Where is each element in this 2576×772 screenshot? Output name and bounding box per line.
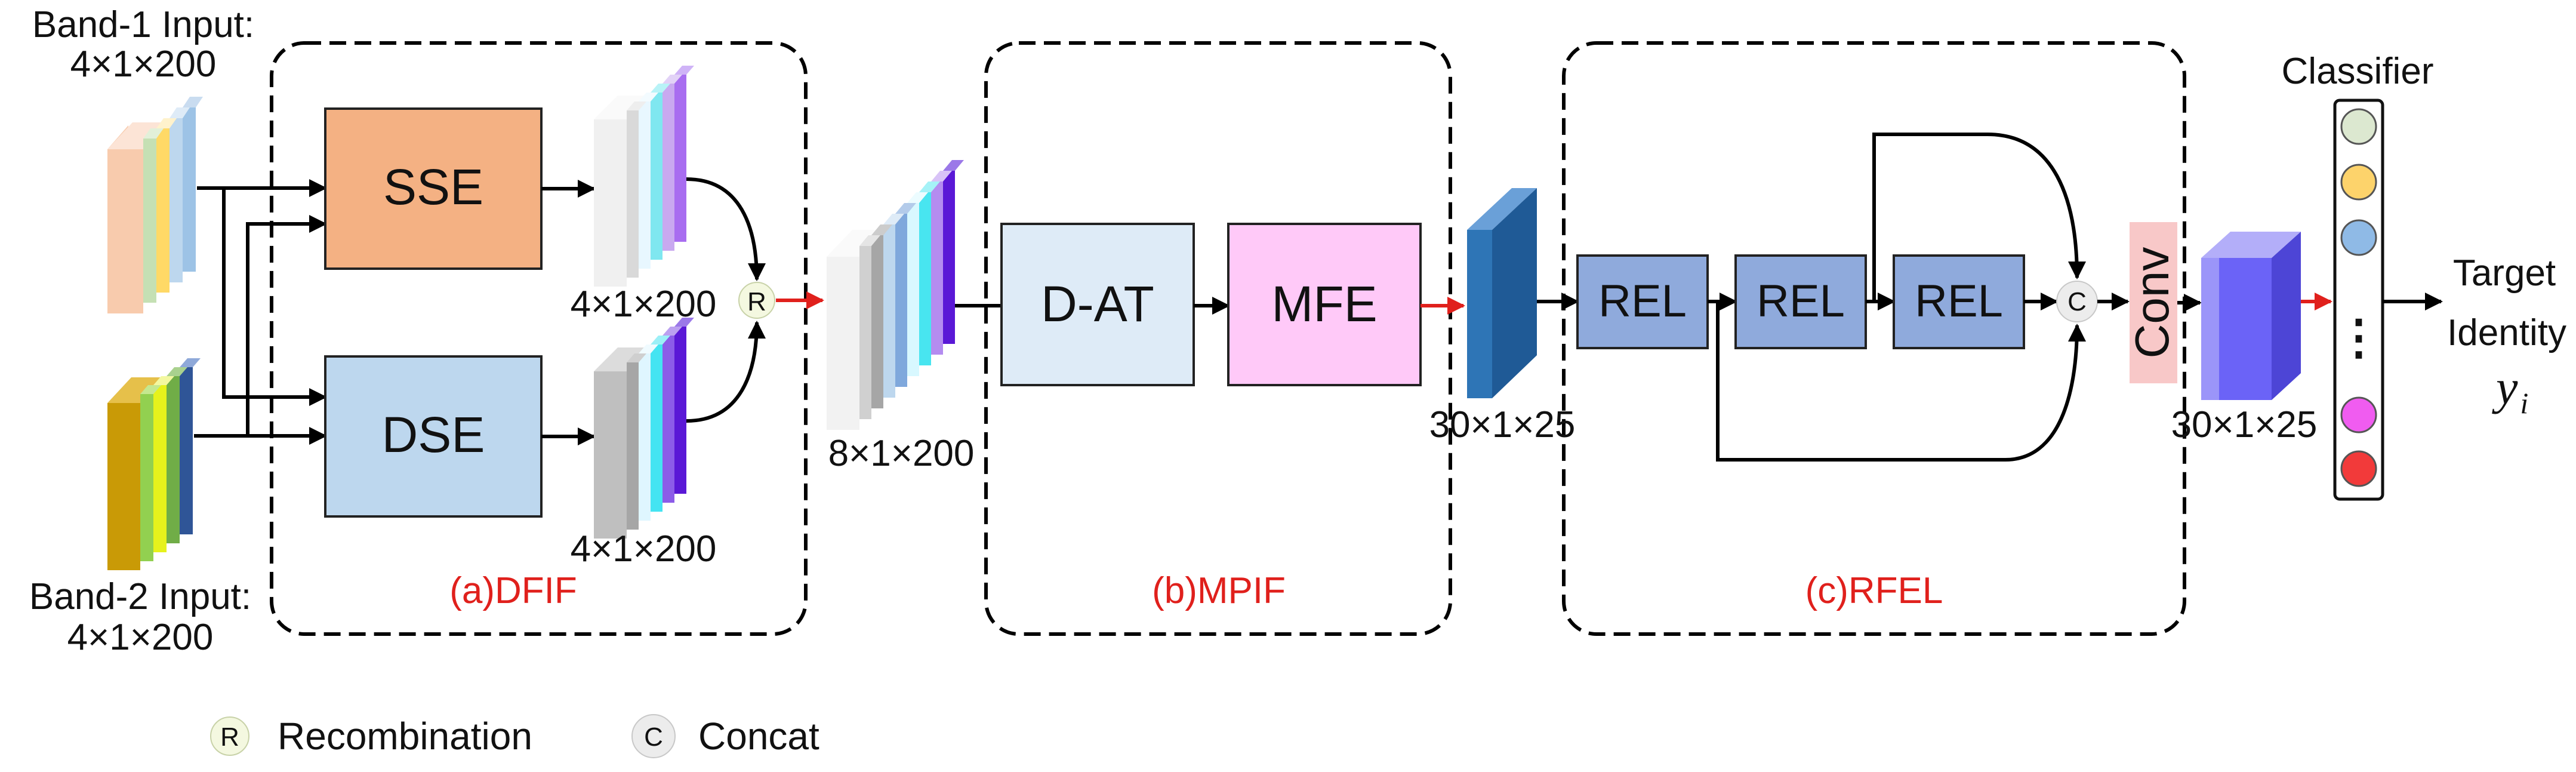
mpif-output-size: 30×1×25	[1429, 404, 1576, 445]
legend-concat-symbol: C	[644, 722, 663, 752]
rel-block-3	[1893, 254, 2025, 349]
classifier-output-circle	[2340, 450, 2377, 487]
classifier-panel	[2333, 99, 2384, 501]
classifier-outputs	[2340, 108, 2377, 487]
conv-output-block	[2201, 232, 2301, 400]
classifier-output-circle	[2340, 164, 2377, 201]
band2-input-size: 4×1×200	[67, 617, 214, 658]
target-symbol: yi	[2492, 360, 2528, 420]
band1-input-title: Band-1 Input:	[32, 4, 254, 45]
conv-block	[2130, 222, 2177, 383]
sse-output-size: 4×1×200	[571, 284, 717, 325]
fused-feature-size: 8×1×200	[828, 433, 975, 474]
dfif-module-label: (a)DFIF	[449, 570, 577, 611]
legend-recombination-symbol: R	[220, 722, 239, 752]
dse-label: DSE	[382, 407, 485, 463]
rel-block-2-label: REL	[1757, 276, 1845, 327]
recombination-node	[738, 282, 775, 319]
rel-block-3-label: REL	[1915, 276, 2003, 327]
dat-block	[1000, 223, 1195, 386]
dat-label: D-AT	[1041, 276, 1154, 332]
legend-concat-text: Concat	[698, 715, 819, 758]
legend-recombination-icon	[210, 716, 249, 756]
target-label-line2: Identity	[2447, 312, 2566, 353]
mfe-label: MFE	[1271, 276, 1377, 332]
band1-input-stack	[107, 97, 203, 313]
band2-input-title: Band-2 Input:	[29, 576, 251, 617]
band1-input-size: 4×1×200	[70, 44, 217, 85]
classifier-title: Classifier	[2282, 51, 2434, 92]
classifier-output-circle	[2340, 108, 2377, 145]
mpif-module-box	[984, 41, 1452, 636]
target-symbol-y: y	[2492, 360, 2518, 414]
rel-block-2	[1734, 254, 1867, 349]
classifier-output-circle	[2340, 219, 2377, 256]
mfe-block	[1227, 223, 1422, 386]
dse-output-stack	[594, 318, 694, 539]
sse-label: SSE	[383, 159, 483, 215]
target-label-line1: Target	[2453, 253, 2556, 294]
rel-block-1-label: REL	[1598, 276, 1687, 327]
rfel-module-box	[1562, 41, 2186, 636]
conv-label: Conv	[2125, 247, 2178, 359]
rfel-module-label: (c)RFEL	[1805, 570, 1943, 611]
conv-output-size: 30×1×25	[2171, 404, 2318, 445]
input-connectors	[194, 179, 327, 445]
sse-dse-outputs	[541, 180, 596, 445]
dse-output-size: 4×1×200	[571, 528, 717, 570]
dfif-module-box	[270, 41, 808, 636]
fused-feature-stack	[827, 160, 964, 430]
recombination-node-symbol: R	[747, 287, 766, 316]
mpif-output-block	[1467, 188, 1537, 398]
band2-input-stack	[107, 358, 201, 570]
recombination-curves	[686, 177, 766, 423]
skip-connections	[1716, 133, 2086, 462]
classifier-dots: ⋮	[2335, 310, 2383, 364]
rel-block-1	[1576, 254, 1709, 349]
concat-node-symbol: C	[2067, 287, 2087, 316]
mpif-module-label: (b)MPIF	[1152, 570, 1286, 611]
sse-output-stack	[594, 66, 694, 287]
target-symbol-sub: i	[2520, 386, 2528, 420]
legend-concat-icon	[631, 714, 676, 758]
classifier-output-circle	[2340, 396, 2377, 433]
legend-recombination-text: Recombination	[278, 715, 532, 758]
